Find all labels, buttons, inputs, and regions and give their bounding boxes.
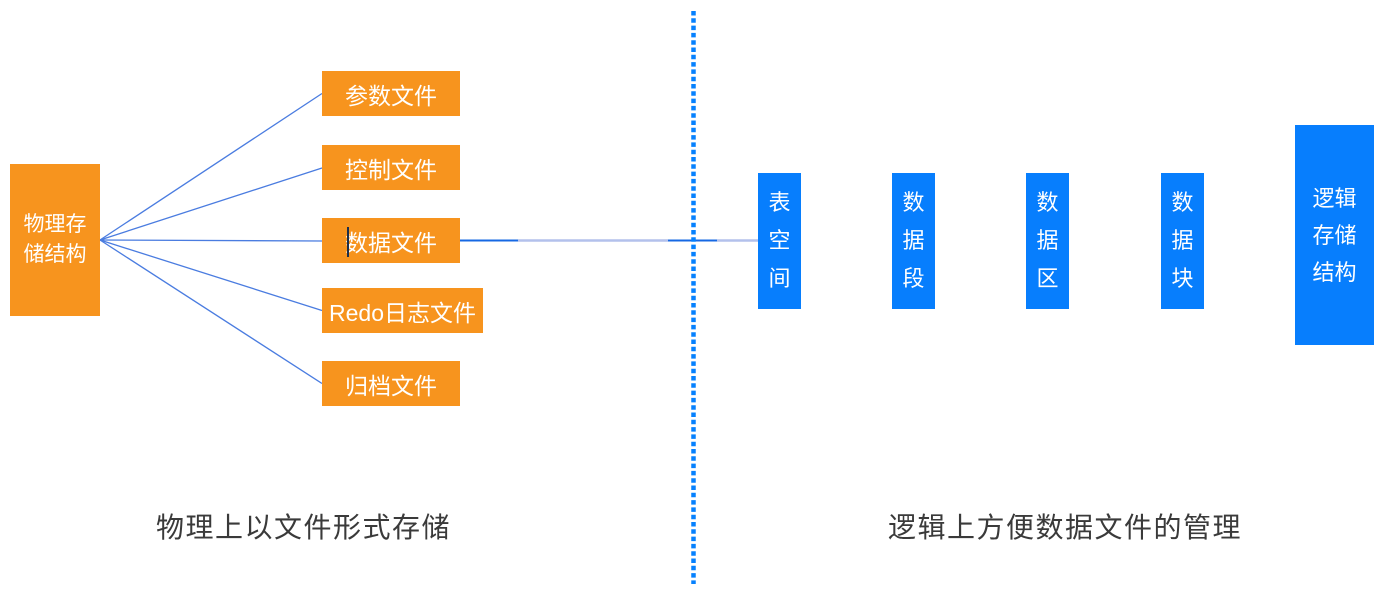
node-label: 归档文件 <box>345 372 437 399</box>
node-data-block[interactable]: 数据块 <box>1161 173 1204 309</box>
node-data-segment[interactable]: 数据段 <box>892 173 935 309</box>
node-control-file[interactable]: 控制文件 <box>322 145 460 190</box>
logical-section-caption: 逻辑上方便数据文件的管理 <box>888 512 1243 543</box>
node-data-file[interactable]: 数据文件 <box>322 218 460 263</box>
node-label: 控制文件 <box>345 156 437 183</box>
node-label: Redo日志文件 <box>329 299 476 326</box>
connector-root-to-control-file <box>99 167 323 241</box>
node-parameter-file[interactable]: 参数文件 <box>322 71 460 116</box>
node-archive-file[interactable]: 归档文件 <box>322 361 460 406</box>
connector-root-to-data-file <box>99 239 323 242</box>
node-label: 数据段 <box>902 190 925 291</box>
connector-root-to-archive-file <box>99 239 323 385</box>
node-label: 表空间 <box>768 190 791 291</box>
node-label: 参数文件 <box>345 82 437 109</box>
connector-root-to-redo-file <box>99 239 323 312</box>
node-tablespace[interactable]: 表空间 <box>758 173 801 309</box>
node-redo-log-file[interactable]: Redo日志文件 <box>322 288 483 333</box>
node-label: 数据区 <box>1036 190 1059 291</box>
node-physical-storage-structure[interactable]: 物理存储结构 <box>10 164 100 316</box>
node-label: 数据块 <box>1171 190 1194 291</box>
node-label: 逻辑存储结构 <box>1312 185 1357 285</box>
connector-root-to-param-file <box>99 92 323 241</box>
node-label: 物理存储结构 <box>23 213 87 266</box>
node-data-extent[interactable]: 数据区 <box>1026 173 1069 309</box>
node-label: 数据文件 <box>345 229 437 256</box>
text-edit-caret <box>347 227 349 257</box>
physical-section-caption: 物理上以文件形式存储 <box>156 512 452 543</box>
node-logical-storage-structure[interactable]: 逻辑存储结构 <box>1295 125 1374 345</box>
